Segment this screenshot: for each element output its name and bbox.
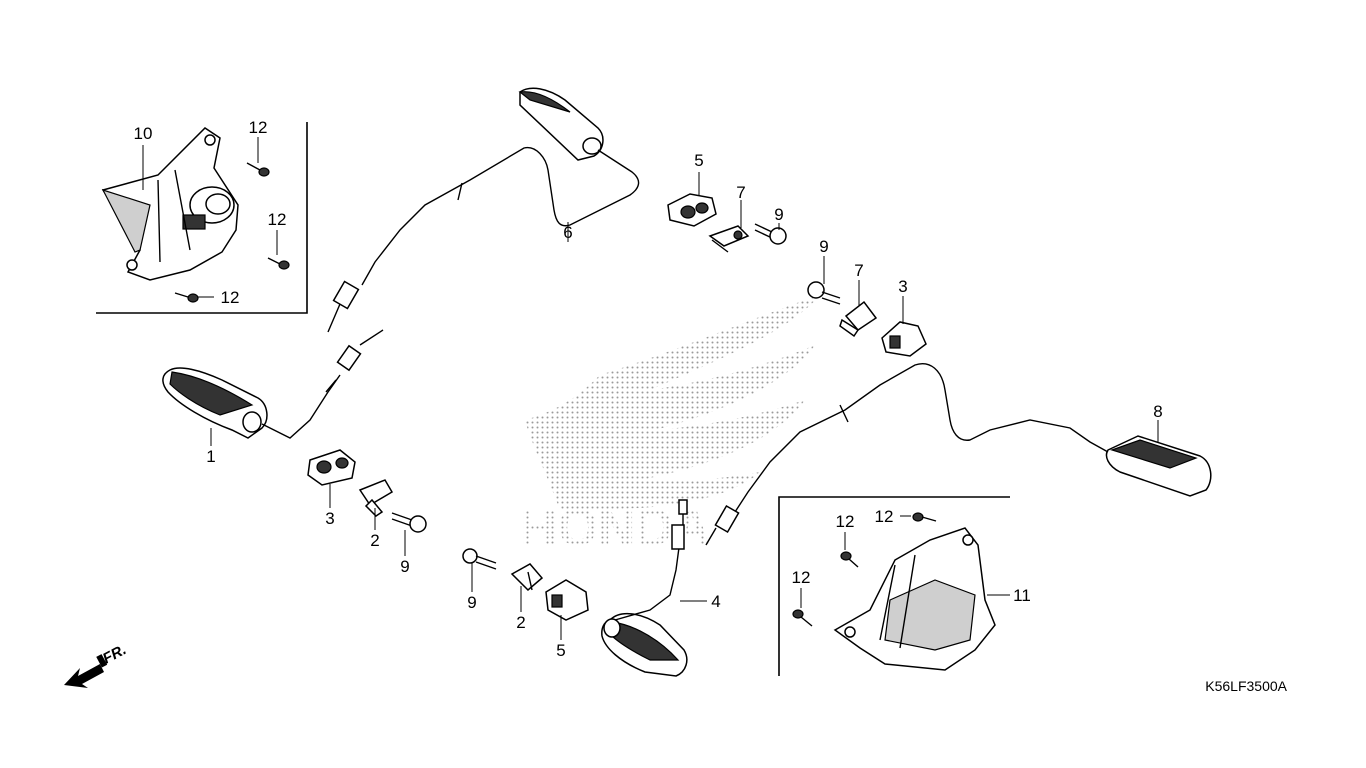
screw-part-12-b: [267, 257, 290, 270]
screw-part-12-e: [840, 551, 859, 568]
honda-wing-watermark: HONDA: [520, 295, 820, 557]
bolt-part-9-middle: [807, 281, 841, 305]
callout-8: 8: [1153, 402, 1162, 421]
callout-labels: 10 12 12 12 6 5 7 9 9 7 3 8 1 3 2 9 9 2 …: [134, 118, 1163, 660]
callout-12-f: 12: [792, 568, 811, 587]
turn-signal-part-8: [705, 363, 1212, 546]
license-light-housing-part-10: [101, 127, 239, 281]
callout-1: 1: [206, 447, 215, 466]
callout-7-top: 7: [736, 183, 745, 202]
front-arrow-icon: [64, 664, 104, 688]
callout-3-right: 3: [898, 277, 907, 296]
turn-signal-part-4: [601, 499, 688, 677]
screw-part-12-a: [246, 162, 270, 177]
clip-part-7-middle: [839, 300, 878, 338]
turn-signal-part-6: [327, 87, 640, 333]
clip-part-2-bottom: [510, 563, 544, 592]
callout-5-top: 5: [694, 151, 703, 170]
turn-signal-part-1: [162, 329, 384, 439]
screw-part-12-f: [792, 609, 813, 627]
leader-lines: [142, 137, 1159, 640]
callout-5-bottom: 5: [556, 641, 565, 660]
inset-frame-top-left: [96, 122, 308, 314]
callout-2-bottom: 2: [516, 613, 525, 632]
inset-frame-bottom-right: [778, 496, 1010, 676]
front-direction-indicator: FR.: [64, 641, 129, 688]
bolt-part-9-bottom: [462, 548, 497, 570]
callout-9-bottom: 9: [467, 593, 476, 612]
callout-10: 10: [134, 124, 153, 143]
callout-7-middle: 7: [854, 261, 863, 280]
clip-part-7-top: [708, 225, 750, 253]
callout-6: 6: [563, 223, 572, 242]
clip-part-2-left: [358, 479, 394, 517]
bolt-part-9-top: [754, 223, 787, 245]
callout-9-middle: 9: [819, 237, 828, 256]
grommet-part-5-bottom: [545, 579, 589, 621]
screw-part-12-d: [912, 512, 937, 522]
callout-4: 4: [711, 592, 720, 611]
screw-part-12-c: [174, 292, 199, 303]
diagram-code: K56LF3500A: [1205, 678, 1287, 694]
grommet-part-5-top: [667, 193, 717, 227]
callout-11: 11: [1013, 586, 1031, 605]
callout-9-top: 9: [774, 205, 783, 224]
callout-12-c: 12: [221, 288, 240, 307]
bolt-part-9-left: [391, 512, 427, 533]
callout-3-left: 3: [325, 509, 334, 528]
callout-12-a: 12: [249, 118, 268, 137]
callout-9-left: 9: [400, 557, 409, 576]
callout-2-left: 2: [370, 531, 379, 550]
grommet-part-3-left: [307, 449, 356, 486]
callout-12-b: 12: [268, 210, 287, 229]
license-light-housing-part-11: [833, 527, 996, 671]
callout-12-d: 12: [875, 507, 894, 526]
callout-12-e: 12: [836, 512, 855, 531]
grommet-part-3-right: [881, 321, 927, 357]
